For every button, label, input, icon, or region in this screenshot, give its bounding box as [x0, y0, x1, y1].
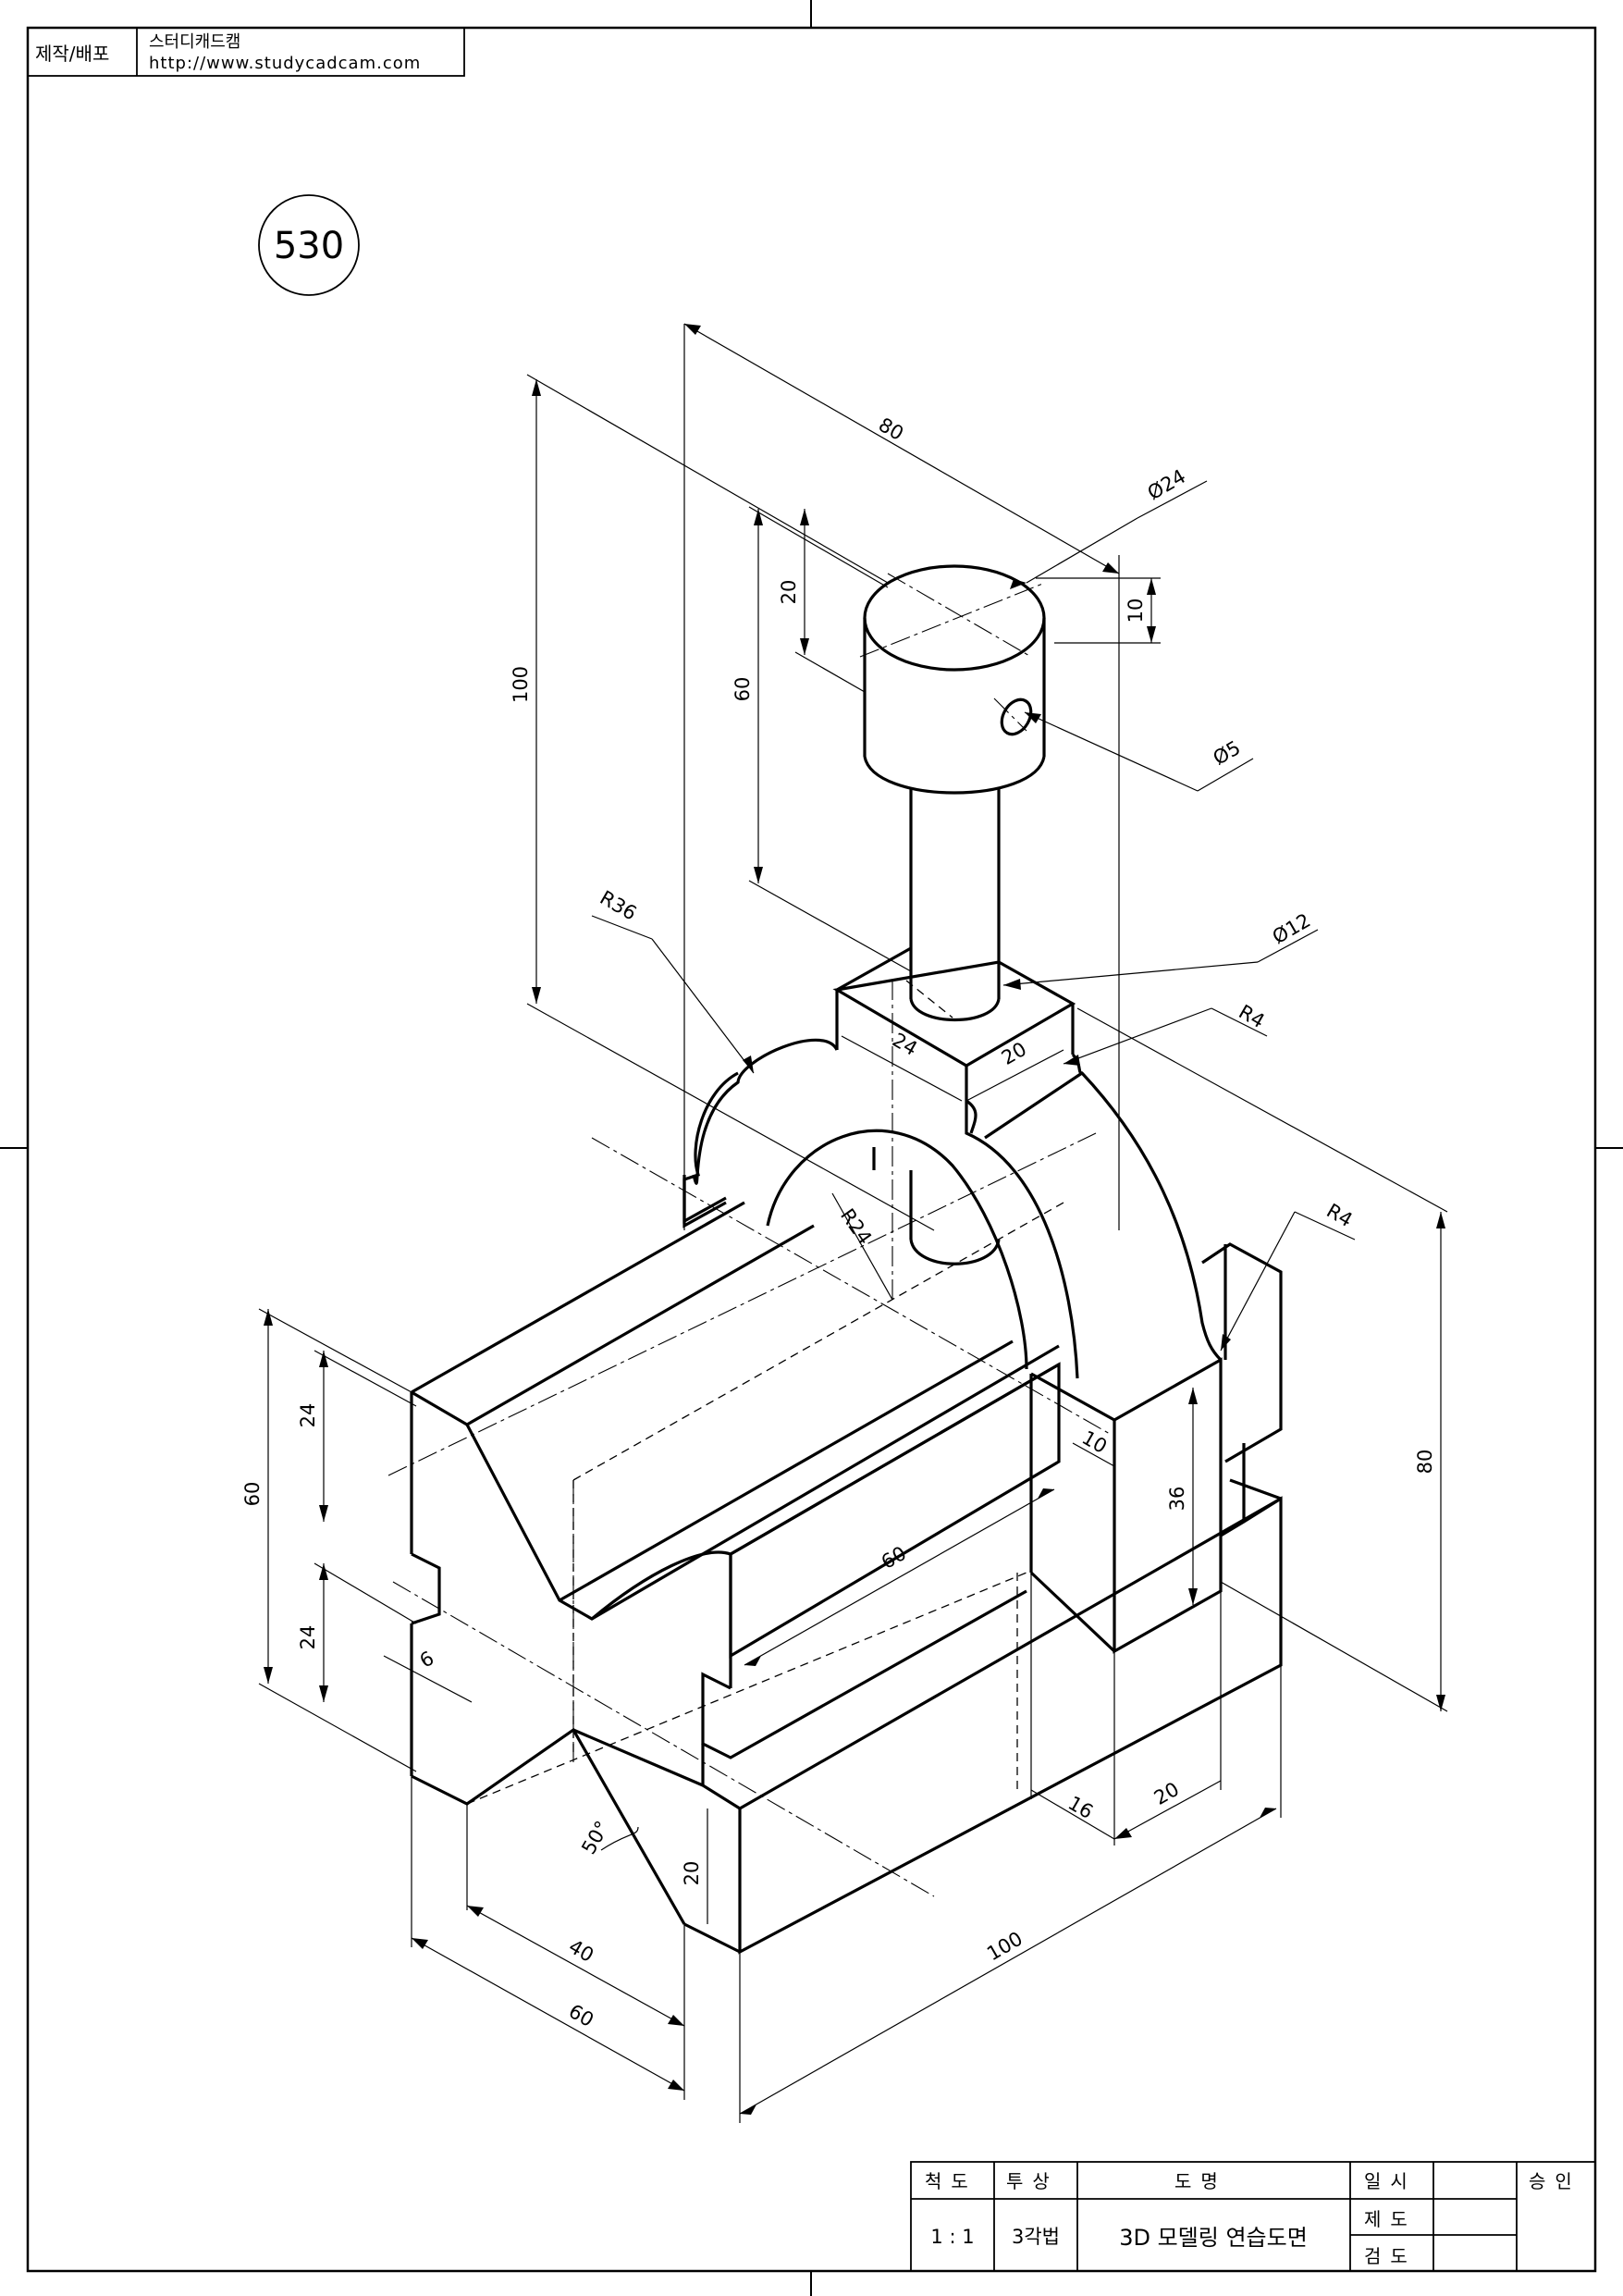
angle-arc [600, 1826, 639, 1851]
header-company: 스터디캐드캠 [149, 32, 240, 52]
dim-6: 6 [416, 1647, 438, 1672]
radius-36: R36 [596, 886, 641, 924]
tb-date-header: 일시 [1364, 2170, 1417, 2192]
title-block: 척도 투상 도명 일시 승인 1 : 1 3각법 3D 모델링 연습도면 제도 … [910, 2161, 1596, 2272]
tb-title-value: 3D 모델링 연습도면 [1119, 2225, 1308, 2251]
angle-50: 50° [577, 1817, 613, 1858]
tb-scale-header: 척도 [925, 2170, 977, 2192]
center-lines [387, 573, 1111, 1897]
header-label: 제작/배포 [35, 43, 109, 65]
dim-60-side: 60 [241, 1482, 264, 1507]
radius-4-top: R4 [1235, 1001, 1268, 1033]
tb-approve-header: 승인 [1529, 2170, 1581, 2192]
dimension-lines [258, 323, 1448, 2123]
hidden-lines [466, 980, 1064, 1805]
header-url: http://www.studycadcam.com [149, 54, 421, 73]
dim-80-right: 80 [1414, 1450, 1436, 1475]
dim-20-vee: 20 [681, 1861, 703, 1886]
dim-36: 36 [1166, 1487, 1188, 1512]
arrowheads [264, 324, 1445, 2115]
dim-10-top: 10 [1125, 599, 1147, 623]
tb-projection-value: 3각법 [1012, 2226, 1060, 2248]
dim-24-lower: 24 [297, 1625, 319, 1650]
drawing-number-badge: 530 [258, 194, 360, 296]
dim-24-upper: 24 [297, 1403, 319, 1428]
dim-5-dia: Ø5 [1210, 736, 1245, 770]
tb-name-header: 도명 [1174, 2170, 1227, 2192]
tb-projection-header: 투상 [1006, 2170, 1059, 2192]
dim-24-block: 24 [889, 1029, 921, 1060]
header-box: 제작/배포 스터디캐드캠 http://www.studycadcam.com [27, 27, 465, 77]
dim-100-bottom: 100 [983, 1928, 1027, 1966]
dim-60-mid: 60 [878, 1542, 910, 1574]
dim-100-left: 100 [510, 666, 532, 703]
dim-60-left: 60 [732, 677, 754, 702]
part-outline [410, 564, 1283, 1955]
dim-24-dia: Ø24 [1144, 465, 1189, 504]
drawing-number: 530 [274, 225, 344, 267]
dim-16: 16 [1064, 1792, 1097, 1823]
dim-20-left: 20 [778, 580, 800, 605]
dimension-texts: 80 Ø24 Ø5 10 20 60 100 R36 Ø12 R4 24 20 … [241, 414, 1436, 2031]
dim-80-top: 80 [875, 414, 907, 445]
tb-scale-value: 1 : 1 [930, 2226, 974, 2248]
dim-20-block: 20 [998, 1038, 1030, 1069]
dim-12-dia: Ø12 [1269, 909, 1314, 948]
tb-drafted-label: 제도 [1364, 2208, 1417, 2230]
tb-checked-label: 검도 [1364, 2245, 1417, 2267]
